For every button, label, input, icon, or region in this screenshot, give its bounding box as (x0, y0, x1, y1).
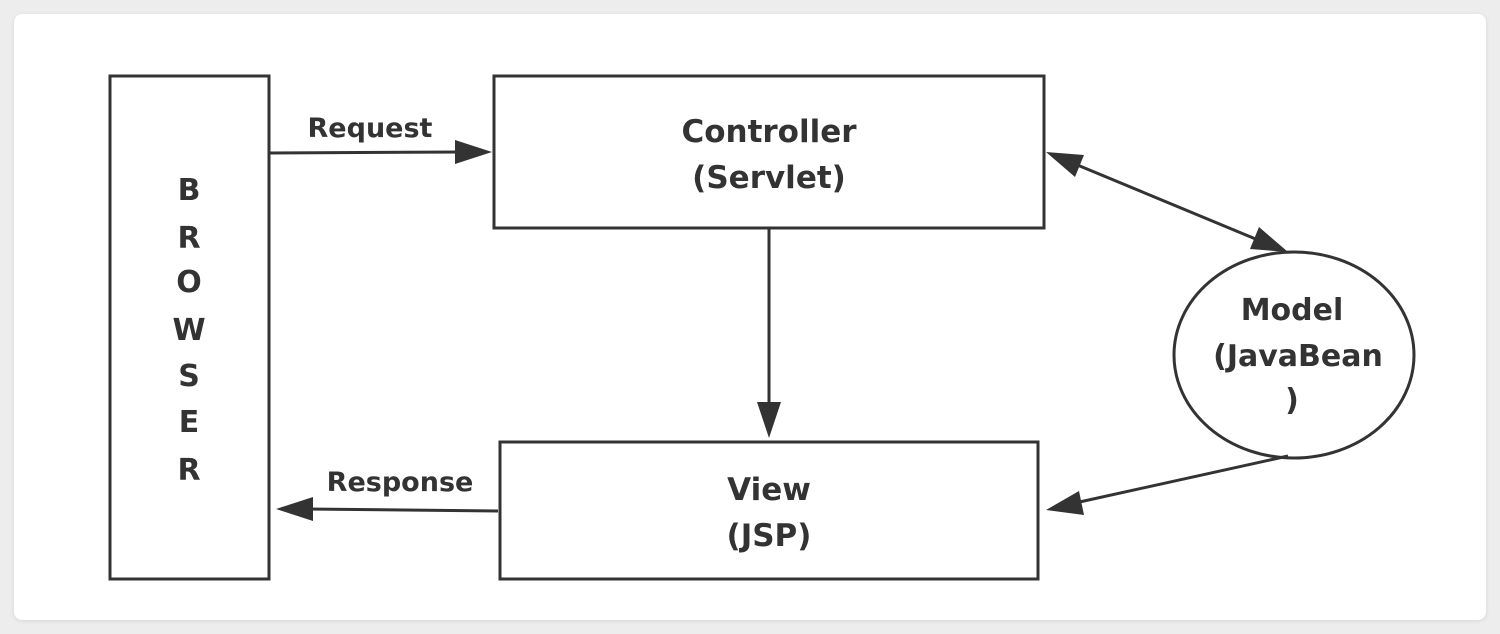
view-subtitle: (JSP) (727, 518, 812, 554)
model-subtitle-end: ) (1285, 383, 1299, 418)
response-arrow-line (305, 507, 499, 513)
response-label: Response (327, 467, 474, 498)
request-arrowhead (455, 140, 492, 164)
view-title: View (727, 472, 811, 508)
model-to-view-arrowhead (1046, 491, 1084, 515)
controller-model-line (1074, 162, 1259, 242)
request-label: Request (308, 113, 433, 144)
request-edge: Request (269, 113, 492, 164)
request-arrow-line (269, 150, 463, 155)
response-edge: Response (276, 467, 499, 521)
controller-to-view-arrowhead (757, 402, 781, 438)
browser-letter: R (177, 221, 200, 256)
model-to-view-edge (1046, 454, 1289, 515)
controller-box (492, 74, 1046, 230)
browser-letter: B (178, 173, 201, 208)
response-arrowhead (276, 497, 313, 521)
model-title: Model (1241, 293, 1344, 328)
view-node: View (JSP) (498, 440, 1040, 581)
model-node: Model (JavaBean ) (1172, 250, 1416, 460)
browser-letter: R (177, 453, 200, 488)
model-subtitle: (JavaBean (1213, 339, 1383, 374)
browser-box (108, 74, 271, 581)
controller-subtitle: (Servlet) (692, 160, 846, 196)
controller-node: Controller (Servlet) (492, 74, 1046, 230)
controller-model-edge (1046, 152, 1288, 252)
browser-node: B R O W S E R (108, 74, 271, 581)
model-ellipse (1172, 250, 1416, 460)
controller-model-arrowhead-end (1250, 227, 1288, 252)
browser-letter: E (179, 405, 200, 440)
controller-to-view-edge (757, 229, 781, 438)
browser-letter: O (176, 265, 202, 300)
model-to-view-line (1074, 454, 1289, 505)
controller-title: Controller (681, 114, 857, 150)
browser-letter: W (172, 313, 205, 348)
browser-letter: S (178, 359, 200, 394)
view-box (498, 440, 1040, 581)
controller-model-arrowhead-start (1046, 152, 1084, 177)
